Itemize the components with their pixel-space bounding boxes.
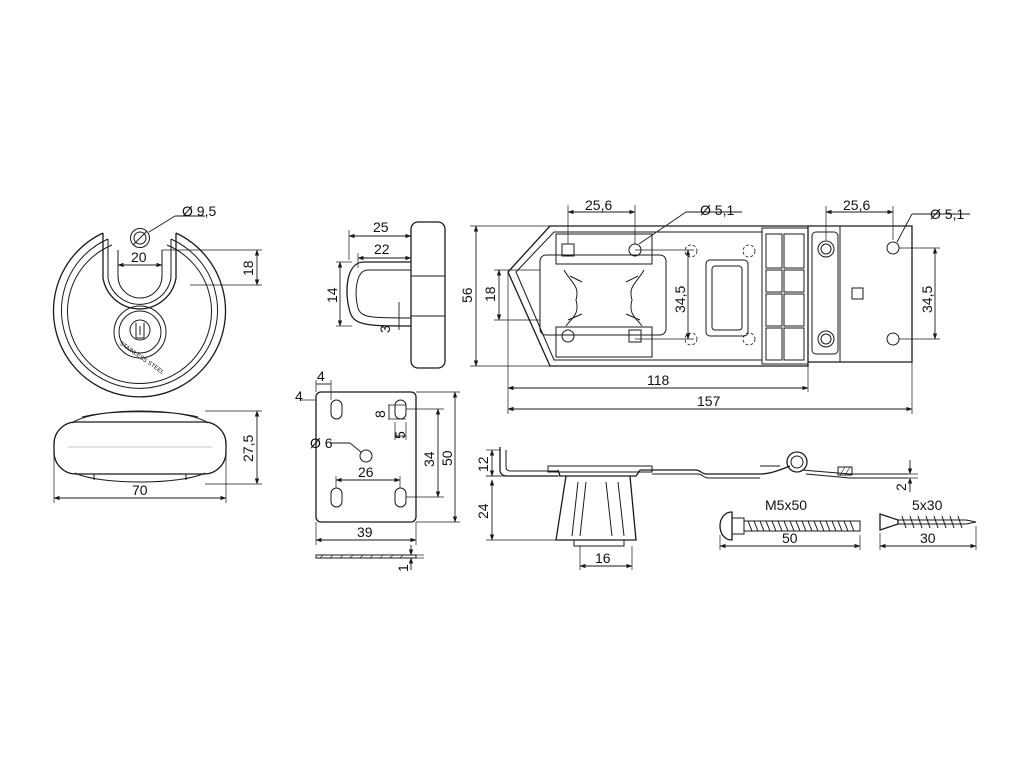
dim-holes-y-right: 34,5 xyxy=(919,286,935,313)
dim-shackle-outer: 25 xyxy=(373,219,389,235)
dim-slot-span: 34 xyxy=(421,451,437,467)
dim-slot-offset-top: 4 xyxy=(317,368,325,384)
screw-5x30-length: 30 xyxy=(920,530,936,546)
dim-flange-height: 12 xyxy=(475,456,491,472)
screw-5x30-label: 5x30 xyxy=(912,497,943,513)
hasp-front-view xyxy=(507,225,913,367)
dim-shackle-thickness: 3 xyxy=(377,325,393,333)
dim-plate-height: 50 xyxy=(439,450,455,466)
carriage-bolt: M5x50 50 xyxy=(719,497,861,550)
dim-inner-height: 18 xyxy=(482,286,498,302)
dim-plate-thickness-side: 2 xyxy=(893,483,909,491)
dim-hole-dia: Ø 9,5 xyxy=(182,203,216,219)
dim-len-118: 118 xyxy=(647,372,670,388)
dim-shackle-depth: 18 xyxy=(240,260,256,276)
dim-len-157: 157 xyxy=(697,393,721,409)
dim-body-height: 24 xyxy=(475,503,491,519)
dim-side-width: 70 xyxy=(132,482,148,498)
dim-hole-dia-right: Ø 5,1 xyxy=(930,206,964,222)
hasp-side-dimensions: 12 24 16 2 xyxy=(475,449,918,570)
hasp-side-view xyxy=(499,447,908,547)
dim-slot-len: 8 xyxy=(372,410,388,418)
dim-slot-offset-left: 4 xyxy=(295,388,303,404)
dim-shackle-gap: 20 xyxy=(131,249,147,265)
screw-m5x50-length: 50 xyxy=(782,530,798,546)
dim-plate-thickness: 1 xyxy=(395,564,411,572)
padlock-front-dimensions: Ø 9,5 20 18 xyxy=(117,203,262,286)
dim-shackle-inner: 22 xyxy=(374,241,390,257)
dim-body-width: 16 xyxy=(595,550,611,566)
dim-holes-x-left: 25,6 xyxy=(585,197,612,213)
padlock-side-dimensions: 27,5 70 xyxy=(53,410,262,503)
shackle-view xyxy=(346,221,446,369)
staple-plate-view xyxy=(315,391,417,559)
dim-holes-y-left: 34,5 xyxy=(672,286,688,313)
dim-side-height: 27,5 xyxy=(240,435,256,462)
shackle-dimensions: 25 22 14 3 xyxy=(324,219,412,333)
dim-plate-width: 39 xyxy=(357,524,373,540)
dim-hole-dia-left: Ø 5,1 xyxy=(700,202,734,218)
wood-screw: 5x30 30 xyxy=(879,497,977,550)
padlock-side-view xyxy=(53,410,227,483)
stainless-steel-marking: STAINLESS STEEL xyxy=(118,341,166,377)
dim-holes-x-right: 25,6 xyxy=(843,197,870,213)
dim-hole-dia-plate: Ø 6 xyxy=(310,435,333,451)
screw-m5x50-label: M5x50 xyxy=(765,497,807,513)
dim-slot-width: 5 xyxy=(392,431,408,439)
dim-hole-spacing: 26 xyxy=(358,464,374,480)
dim-shackle-height: 14 xyxy=(324,287,340,303)
hasp-front-dimensions: 25,6 Ø 5,1 25,6 Ø 5,1 34,5 34,5 56 18 11… xyxy=(459,197,970,414)
staple-plate-dimensions: 4 4 8 5 Ø 6 26 34 50 39 1 xyxy=(295,368,460,572)
dim-hasp-height: 56 xyxy=(459,287,475,303)
